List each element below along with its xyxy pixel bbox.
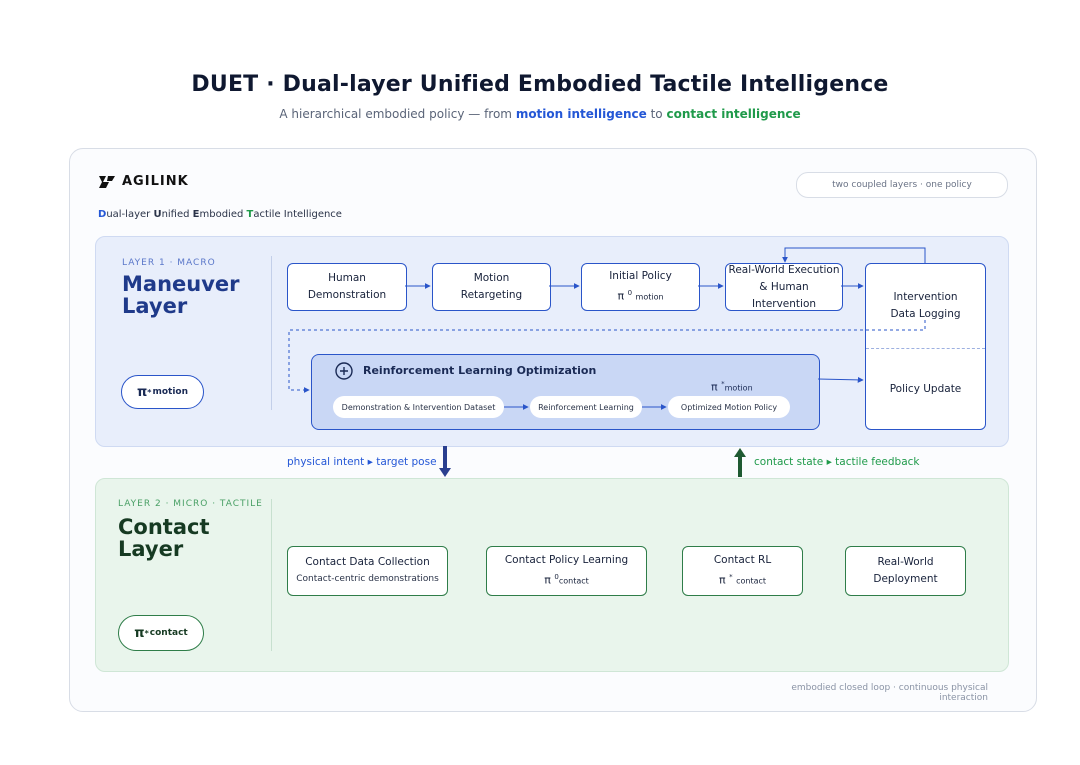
tagline-u: U <box>153 209 162 220</box>
pi-contact-badge-sup: * <box>144 628 149 638</box>
chip-dataset: Demonstration & Intervention Dataset <box>333 396 504 418</box>
layer1-divider <box>271 256 272 410</box>
tagline-t: T <box>246 209 254 220</box>
layer1-tag: LAYER 1 · MACRO <box>122 258 216 268</box>
initial-policy-symbol: π 0 motion <box>617 285 663 306</box>
rl-pi: π <box>711 380 718 394</box>
contact-rl-symbol: π * contact <box>719 569 766 590</box>
crl-pi: π <box>718 573 726 587</box>
real-world-deployment-line1: Real-World <box>877 556 934 568</box>
subtitle-mid: to <box>646 107 667 121</box>
real-world-deployment-line2: Deployment <box>873 573 938 585</box>
layer2-title: Contact Layer <box>118 516 210 560</box>
contact-policy-learning-label: Contact Policy Learning <box>504 554 629 567</box>
layer1-title-line1: Maneuver <box>122 272 240 296</box>
bridge-down-head <box>439 468 451 477</box>
agilink-logo-icon <box>99 175 115 188</box>
feedback-loop-top <box>782 247 926 263</box>
cpl-pi: π <box>544 573 551 587</box>
contact-policy-learning-node: Contact Policy Learning π 0contact <box>486 546 647 596</box>
initial-policy-sup: 0 <box>627 289 633 298</box>
crosshair-icon <box>335 362 353 380</box>
contact-data-collection-sub: Contact-centric demonstrations <box>296 574 439 584</box>
pi-contact-badge: π*contact <box>118 615 204 651</box>
crl-sup: * <box>729 573 733 582</box>
pi-motion-badge: π*motion <box>121 375 204 409</box>
layer2-divider <box>271 499 272 651</box>
coupled-layers-pill: two coupled layers · one policy <box>796 172 1008 198</box>
initial-policy-sub: motion <box>635 292 664 302</box>
contact-data-collection-node: Contact Data Collection Contact-centric … <box>287 546 448 596</box>
real-world-execution-line2: & Human Intervention <box>751 280 817 310</box>
intervention-logging-line2: Data Logging <box>890 308 961 320</box>
policy-update-label: Policy Update <box>889 382 962 395</box>
tagline-part2: nified <box>161 209 193 220</box>
rl-pi-motion: π *motion <box>711 380 753 394</box>
logo-text: AGILINK <box>122 174 189 189</box>
intervention-logging-top: Intervention Data Logging <box>890 264 960 348</box>
initial-policy-node: Initial Policy π 0 motion <box>581 263 700 311</box>
intervention-logging-line1: Intervention <box>893 291 958 303</box>
chip-optimized-policy: Optimized Motion Policy <box>668 396 790 418</box>
real-world-execution-node: Real-World Execution & Human Interventio… <box>725 263 843 311</box>
bridge-up-head <box>734 448 746 457</box>
cpl-sub: contact <box>558 576 589 586</box>
motion-retargeting-line2: Retargeting <box>460 289 523 301</box>
contact-data-collection-label: Contact Data Collection <box>305 556 430 568</box>
layer2-title-line2: Layer <box>118 537 184 561</box>
cpl-sup: 0 <box>554 573 559 582</box>
subtitle-prefix: A hierarchical embodied policy — from <box>279 107 516 121</box>
bridge-down-label: physical intent ▸ target pose <box>287 456 437 468</box>
rl-pi-sub: motion <box>724 383 753 393</box>
pi-motion-badge-sup: * <box>147 387 152 397</box>
arrow-rl-policy-update <box>817 376 864 383</box>
real-world-execution-line1: Real-World Execution <box>728 263 840 276</box>
tagline-d: D <box>98 209 107 220</box>
tagline-part4: actile Intelligence <box>253 209 342 220</box>
chip-reinforcement-learning: Reinforcement Learning <box>530 396 642 418</box>
rl-pi-sup: * <box>721 380 725 388</box>
subtitle-motion-intelligence: motion intelligence <box>515 107 647 121</box>
agilink-logo: AGILINK <box>98 174 189 189</box>
pi-motion-badge-sub: motion <box>152 387 189 397</box>
footnote: embodied closed loop · continuous physic… <box>791 683 988 703</box>
logging-divider <box>866 348 985 349</box>
contact-rl-node: Contact RL π * contact <box>682 546 803 596</box>
subtitle-contact-intelligence: contact intelligence <box>666 107 801 121</box>
pi-motion-badge-pi: π <box>136 384 148 400</box>
human-demonstration-node: Human Demonstration <box>287 263 407 311</box>
dashed-loop-to-rl <box>288 320 926 393</box>
tagline-part1: ual-layer <box>106 209 154 220</box>
layer1-title-line2: Layer <box>122 294 188 318</box>
pi-contact-badge-sub: contact <box>149 628 188 638</box>
motion-retargeting-node: Motion Retargeting <box>432 263 551 311</box>
pi-contact-badge-pi: π <box>134 625 145 641</box>
layer2-title-line1: Contact <box>118 515 210 539</box>
contact-rl-label: Contact RL <box>713 554 772 567</box>
human-demonstration-line1: Human <box>328 272 366 284</box>
tagline-part3: mbodied <box>199 209 247 220</box>
diagram-subtitle: A hierarchical embodied policy — from mo… <box>0 107 1080 121</box>
tagline: Dual-layer Unified Embodied Tactile Inte… <box>98 209 342 220</box>
human-demonstration-line2: Demonstration <box>307 289 387 301</box>
layer2-tag: LAYER 2 · MICRO · TACTILE <box>118 499 263 509</box>
motion-retargeting-line1: Motion <box>473 272 510 284</box>
crl-sub: contact <box>736 576 767 586</box>
tagline-e: E <box>192 209 200 220</box>
contact-policy-learning-symbol: π 0contact <box>544 569 589 590</box>
initial-policy-label: Initial Policy <box>609 270 672 283</box>
bridge-up-label: contact state ▸ tactile feedback <box>754 456 920 468</box>
intervention-logging-node: Intervention Data Logging Policy Update <box>865 263 986 430</box>
layer1-title: Maneuver Layer <box>122 273 240 317</box>
initial-policy-pi: π <box>617 289 625 303</box>
rl-optimization-title: Reinforcement Learning Optimization <box>363 364 597 377</box>
real-world-deployment-node: Real-World Deployment <box>845 546 966 596</box>
diagram-title: DUET · Dual-layer Unified Embodied Tacti… <box>191 72 889 97</box>
